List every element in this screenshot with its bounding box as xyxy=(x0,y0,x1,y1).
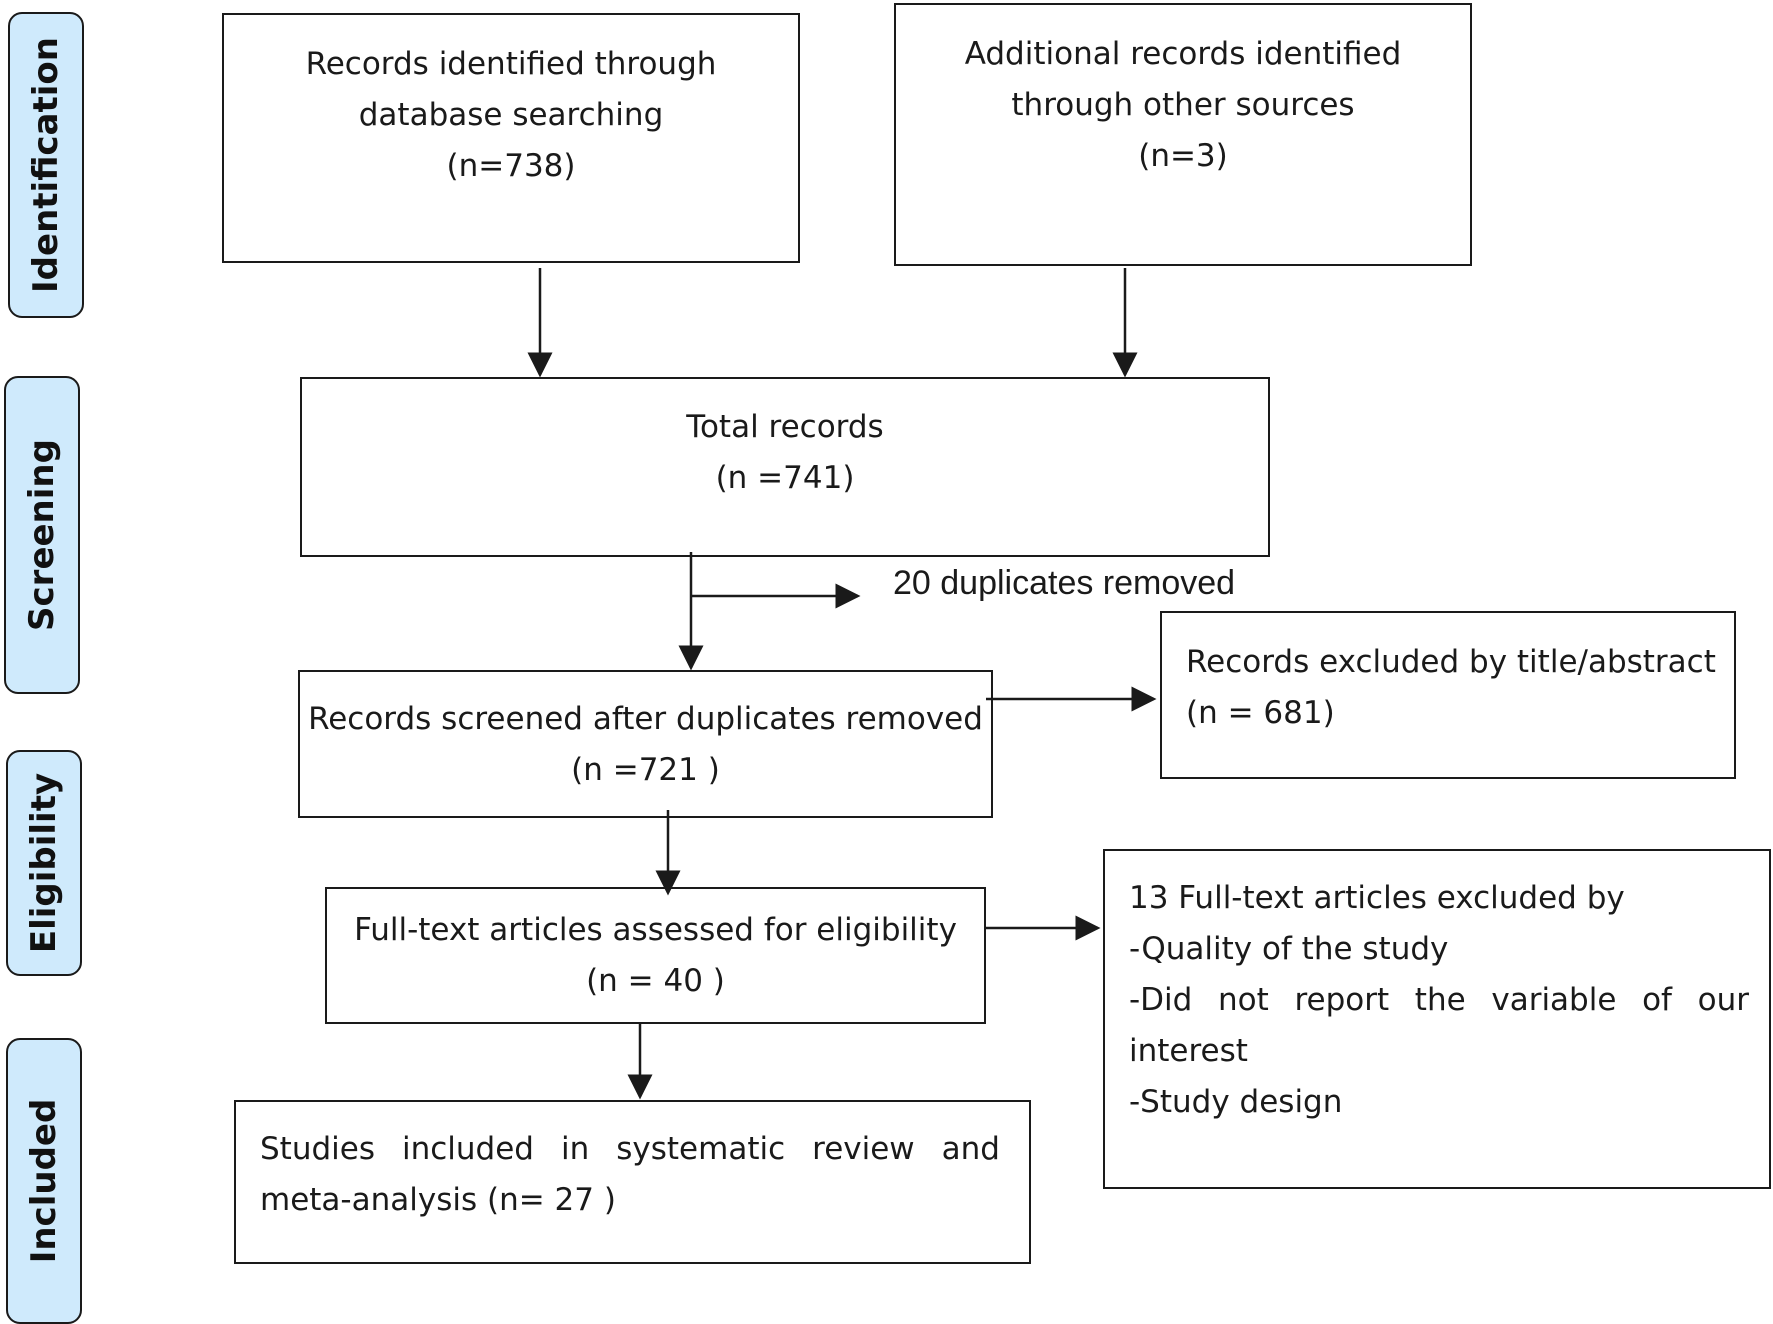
excluded-title-abstract-box: Records excluded by title/abstract (n = … xyxy=(1160,611,1736,779)
stage-tab-identification: Identification xyxy=(8,12,84,318)
other-sources-box: Additional records identified through ot… xyxy=(894,3,1472,266)
full-text-assessed-count: (n = 40 ) xyxy=(586,963,725,999)
stage-tab-included: Included xyxy=(6,1038,82,1324)
total-records-title: Total records xyxy=(686,409,884,445)
database-records-line1: Records identified through xyxy=(305,46,717,82)
other-sources-line1: Additional records identified xyxy=(964,36,1402,72)
stage-tab-eligibility: Eligibility xyxy=(6,750,82,976)
full-text-assessed-title: Full-text articles assessed for eligibil… xyxy=(354,912,957,948)
duplicates-removed-label: 20 duplicates removed xyxy=(893,564,1236,602)
full-text-excluded-reason-quality: -Quality of the study xyxy=(1129,931,1449,967)
excluded-title-abstract-count: (n = 681) xyxy=(1186,695,1335,731)
database-records-box: Records identified through database sear… xyxy=(222,13,800,263)
full-text-excluded-reason-variable: -Did not report the variable of our inte… xyxy=(1129,982,1749,1069)
full-text-excluded-reason-design: -Study design xyxy=(1129,1084,1343,1120)
excluded-title-abstract-title: Records excluded by title/abstract xyxy=(1186,644,1716,680)
full-text-excluded-title: 13 Full-text articles excluded by xyxy=(1129,880,1625,916)
database-records-count: (n=738) xyxy=(446,148,576,184)
full-text-assessed-box: Full-text articles assessed for eligibil… xyxy=(325,887,986,1024)
total-records-count: (n =741) xyxy=(715,460,855,496)
other-sources-line2: through other sources xyxy=(1011,87,1355,123)
other-sources-count: (n=3) xyxy=(1138,138,1228,174)
included-studies-box: Studies included in systematic review an… xyxy=(234,1100,1031,1264)
screened-records-box: Records screened after duplicates remove… xyxy=(298,670,993,818)
screened-records-title: Records screened after duplicates remove… xyxy=(308,701,983,737)
screened-records-count: (n =721 ) xyxy=(571,752,720,788)
full-text-excluded-box: 13 Full-text articles excluded by -Quali… xyxy=(1103,849,1771,1189)
included-studies-text: Studies included in systematic review an… xyxy=(260,1131,1000,1218)
total-records-box: Total records (n =741) xyxy=(300,377,1270,557)
stage-tab-screening: Screening xyxy=(4,376,80,694)
database-records-line2: database searching xyxy=(358,97,664,133)
